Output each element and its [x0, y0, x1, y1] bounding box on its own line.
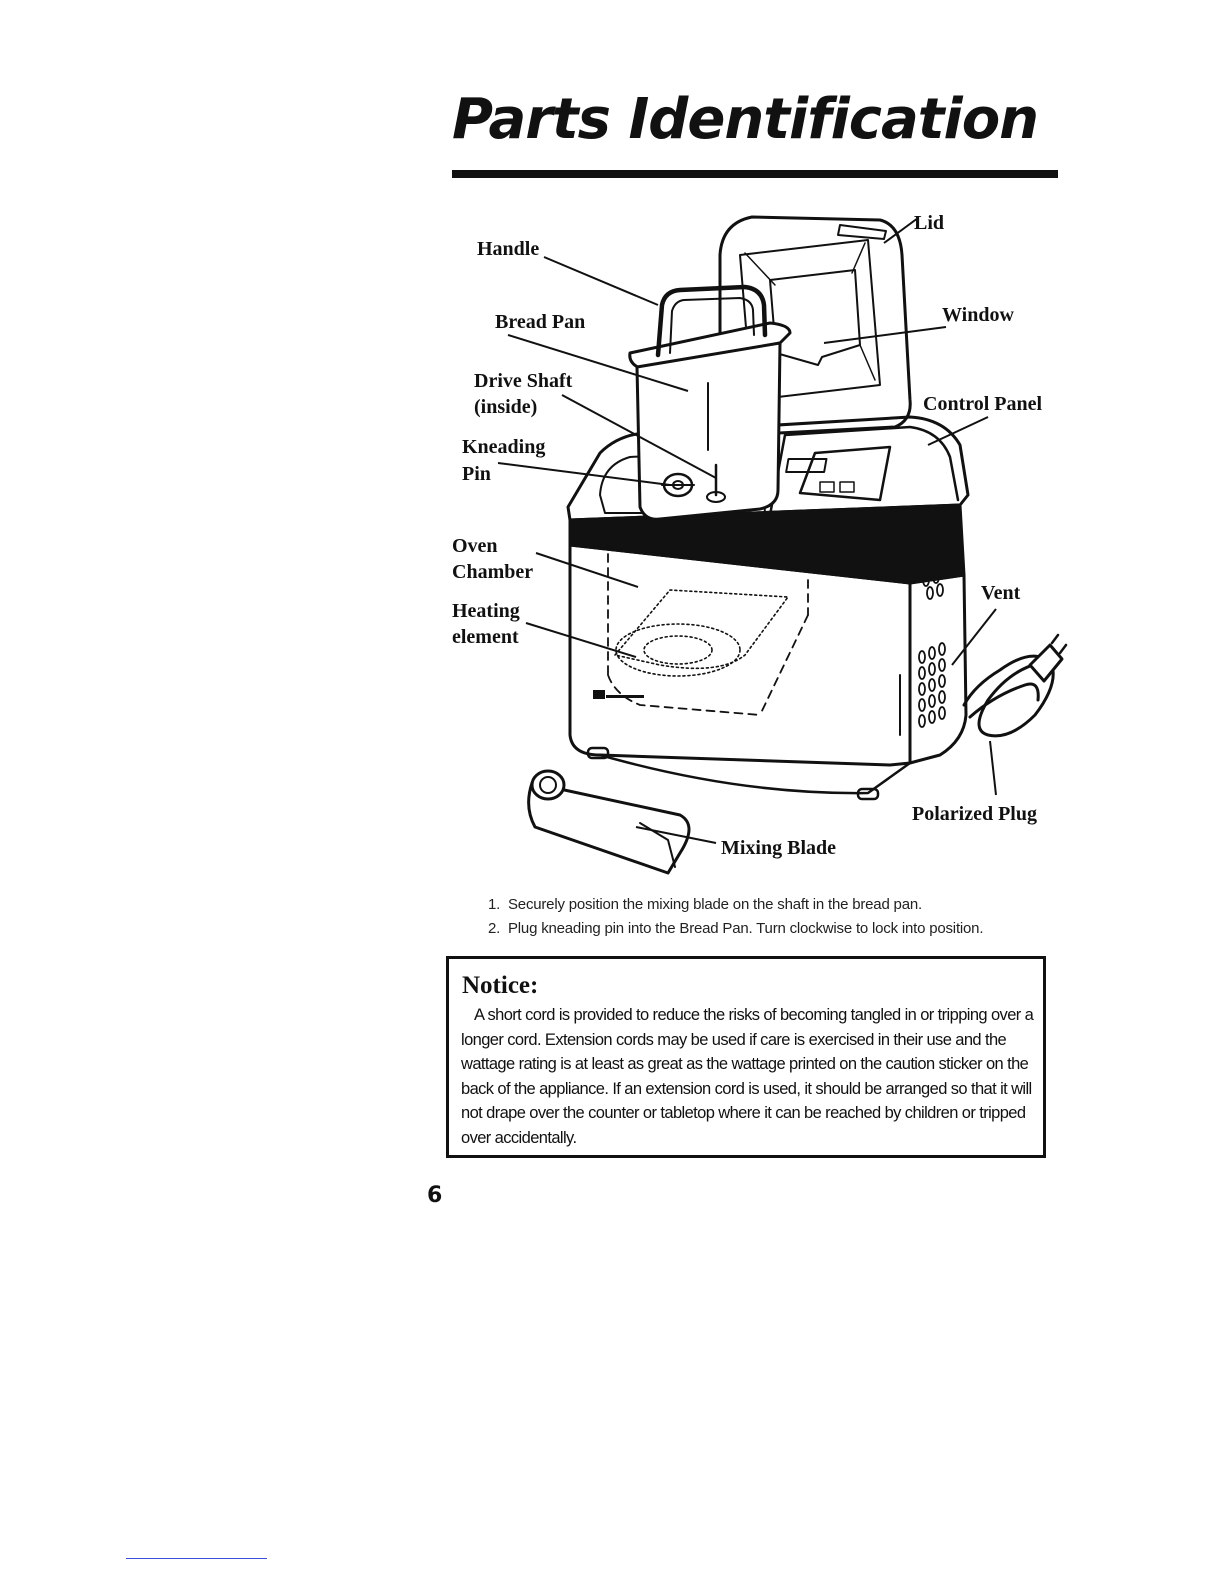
- callout-drive-shaft: Drive Shaft: [474, 370, 573, 392]
- callout-kneading: Kneading: [462, 436, 545, 458]
- vent: [918, 570, 946, 728]
- bread-pan-rim: [628, 321, 792, 372]
- control-panel-button-right: [839, 481, 855, 493]
- step-number: 2.: [488, 920, 501, 937]
- step-text: Plug kneading pin into the Bread Pan. Tu…: [508, 920, 984, 937]
- control-panel-display: [785, 458, 828, 473]
- footer-rule: [126, 1558, 267, 1559]
- mixing-blade-illustration: [527, 769, 691, 875]
- oven-chamber-hidden: [607, 539, 809, 716]
- side-panel: [908, 573, 968, 765]
- callout-pin: Pin: [462, 463, 491, 485]
- instruction-steps: 1. Securely position the mixing blade on …: [488, 893, 983, 941]
- callout-heating: Heating: [452, 600, 520, 622]
- logo-mark: [593, 690, 644, 699]
- callout-element: element: [452, 626, 519, 648]
- notice-box: Notice: A short cord is provided to redu…: [446, 956, 1046, 1158]
- drive-shaft: [706, 463, 726, 503]
- polarized-plug: [1028, 633, 1068, 683]
- callout-mixing-blade: Mixing Blade: [721, 837, 836, 859]
- callout-oven: Oven: [452, 535, 498, 557]
- step-text: Securely position the mixing blade on th…: [508, 896, 922, 913]
- notice-body: A short cord is provided to reduce the r…: [461, 1006, 1034, 1147]
- callout-bread-pan: Bread Pan: [495, 311, 585, 333]
- control-panel: [798, 445, 892, 502]
- foot-left: [586, 746, 610, 760]
- control-panel-button-left: [819, 481, 835, 493]
- callout-vent: Vent: [981, 582, 1021, 604]
- control-panel-area: [768, 425, 960, 517]
- step-item: 2. Plug kneading pin into the Bread Pan. …: [488, 917, 983, 941]
- callout-control-panel: Control Panel: [923, 393, 1043, 415]
- lid-hinge: [837, 224, 887, 240]
- step-number: 1.: [488, 896, 501, 913]
- step-item: 1. Securely position the mixing blade on …: [488, 893, 983, 917]
- callout-leaders: [497, 217, 997, 844]
- callout-drive-shaft-note: (inside): [474, 396, 537, 418]
- title-rule: [452, 170, 1058, 178]
- bread-machine-diagram: Lid Handle Window Bread Pan Drive Shaft …: [452, 212, 1068, 875]
- callout-polarized-plug: Polarized Plug: [912, 803, 1037, 825]
- callout-window: Window: [942, 304, 1014, 326]
- callout-chamber: Chamber: [452, 561, 533, 583]
- front-panel: [568, 543, 912, 767]
- page-title: Parts Identification: [452, 87, 1039, 152]
- page-number: 6: [427, 1183, 443, 1208]
- power-cord: [962, 654, 1055, 738]
- window: [769, 269, 861, 366]
- handle: [655, 284, 768, 358]
- callout-handle: Handle: [477, 238, 539, 260]
- machine-top: [566, 415, 970, 522]
- callout-lid: Lid: [914, 212, 944, 234]
- bread-machine-illustration: [527, 215, 1068, 875]
- front-band: [568, 503, 966, 585]
- heating-element: [614, 589, 789, 677]
- notice-heading: Notice:: [462, 972, 539, 999]
